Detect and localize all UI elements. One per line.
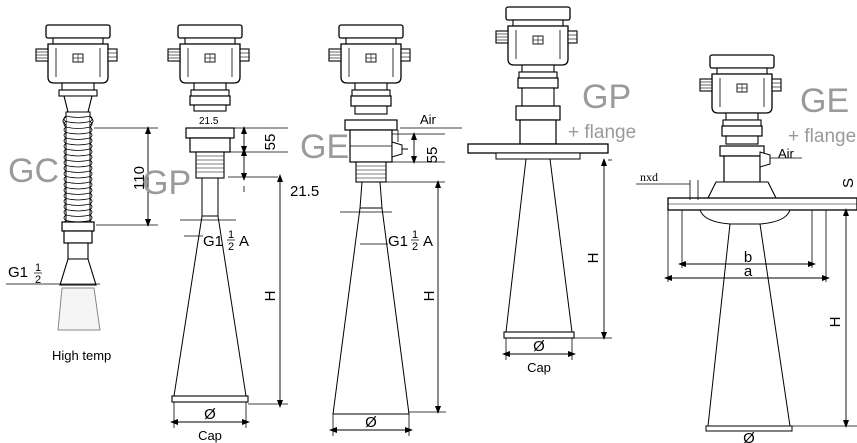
ge-thread-model: Air 55 H G1 1 2 A Ø GE xyxy=(300,24,462,436)
dim-h-ge: H xyxy=(421,291,438,302)
gc-high-temp-model: 110 GC G1 1 2 High temp xyxy=(6,24,158,363)
gp-flange-model: H Ø Cap GP + flange xyxy=(467,6,636,375)
thread-suffix-gp: A xyxy=(239,233,249,250)
dia-label-gp-flange: Ø xyxy=(533,338,545,355)
nxd-label: nxd xyxy=(640,170,658,184)
cap-label-gp-flange: Cap xyxy=(527,360,551,375)
model-label-gp-thread: GP xyxy=(142,164,191,202)
dim-21-5-small: 21.5 xyxy=(199,116,219,127)
dim-55-ge: 55 xyxy=(424,147,441,164)
dim-a: a xyxy=(744,263,753,280)
gp-thread-model: 21.5 55 21.5 H G1 1 2 A Ø Cap xyxy=(142,24,319,443)
flange-label-2: + flange xyxy=(788,126,856,147)
dim-55-gp: 55 xyxy=(262,134,279,151)
dia-label-gp: Ø xyxy=(204,406,216,423)
dim-h-gp: H xyxy=(262,291,279,302)
thread-suffix-ge: A xyxy=(423,233,433,250)
dim-110: 110 xyxy=(131,166,148,190)
thread-frac-den-ge: 2 xyxy=(412,241,418,253)
dim-h-ge-flange: H xyxy=(827,317,844,328)
high-temp-caption: High temp xyxy=(52,348,111,363)
dia-label-ge: Ø xyxy=(365,414,377,431)
cap-label-gp: Cap xyxy=(198,428,222,443)
thread-g1-half-gc: G1 xyxy=(8,264,28,281)
flange-label-1: + flange xyxy=(568,122,636,143)
cooling-bellows xyxy=(62,111,94,223)
model-label-gp-flange: GP xyxy=(582,78,631,116)
dim-s: S xyxy=(840,178,857,188)
thread-frac-num-gp: 1 xyxy=(228,229,234,241)
thread-frac-den: 2 xyxy=(35,274,41,286)
air-label-ge-flange: Air xyxy=(778,146,795,161)
dia-label-ge-flange: Ø xyxy=(743,430,755,443)
ge-flange-model: Air nxd b a H S Ø GE + flange xyxy=(636,54,857,443)
thread-frac-den-gp: 2 xyxy=(228,241,234,253)
thread-frac-num-ge: 1 xyxy=(412,229,418,241)
thread-g1-half-a-ge: G1 xyxy=(388,233,408,250)
thread-frac-num: 1 xyxy=(35,262,41,274)
dim-h-gp-flange: H xyxy=(585,253,602,264)
air-label-ge-thread: Air xyxy=(420,112,437,127)
dim-21-5: 21.5 xyxy=(290,183,319,200)
thread-g1-half-a-gp: G1 xyxy=(203,233,223,250)
model-label-ge-flange: GE xyxy=(800,82,849,120)
model-label-gc: GC xyxy=(8,152,59,190)
dim-b: b xyxy=(744,249,752,266)
model-label-ge-thread: GE xyxy=(300,128,349,166)
